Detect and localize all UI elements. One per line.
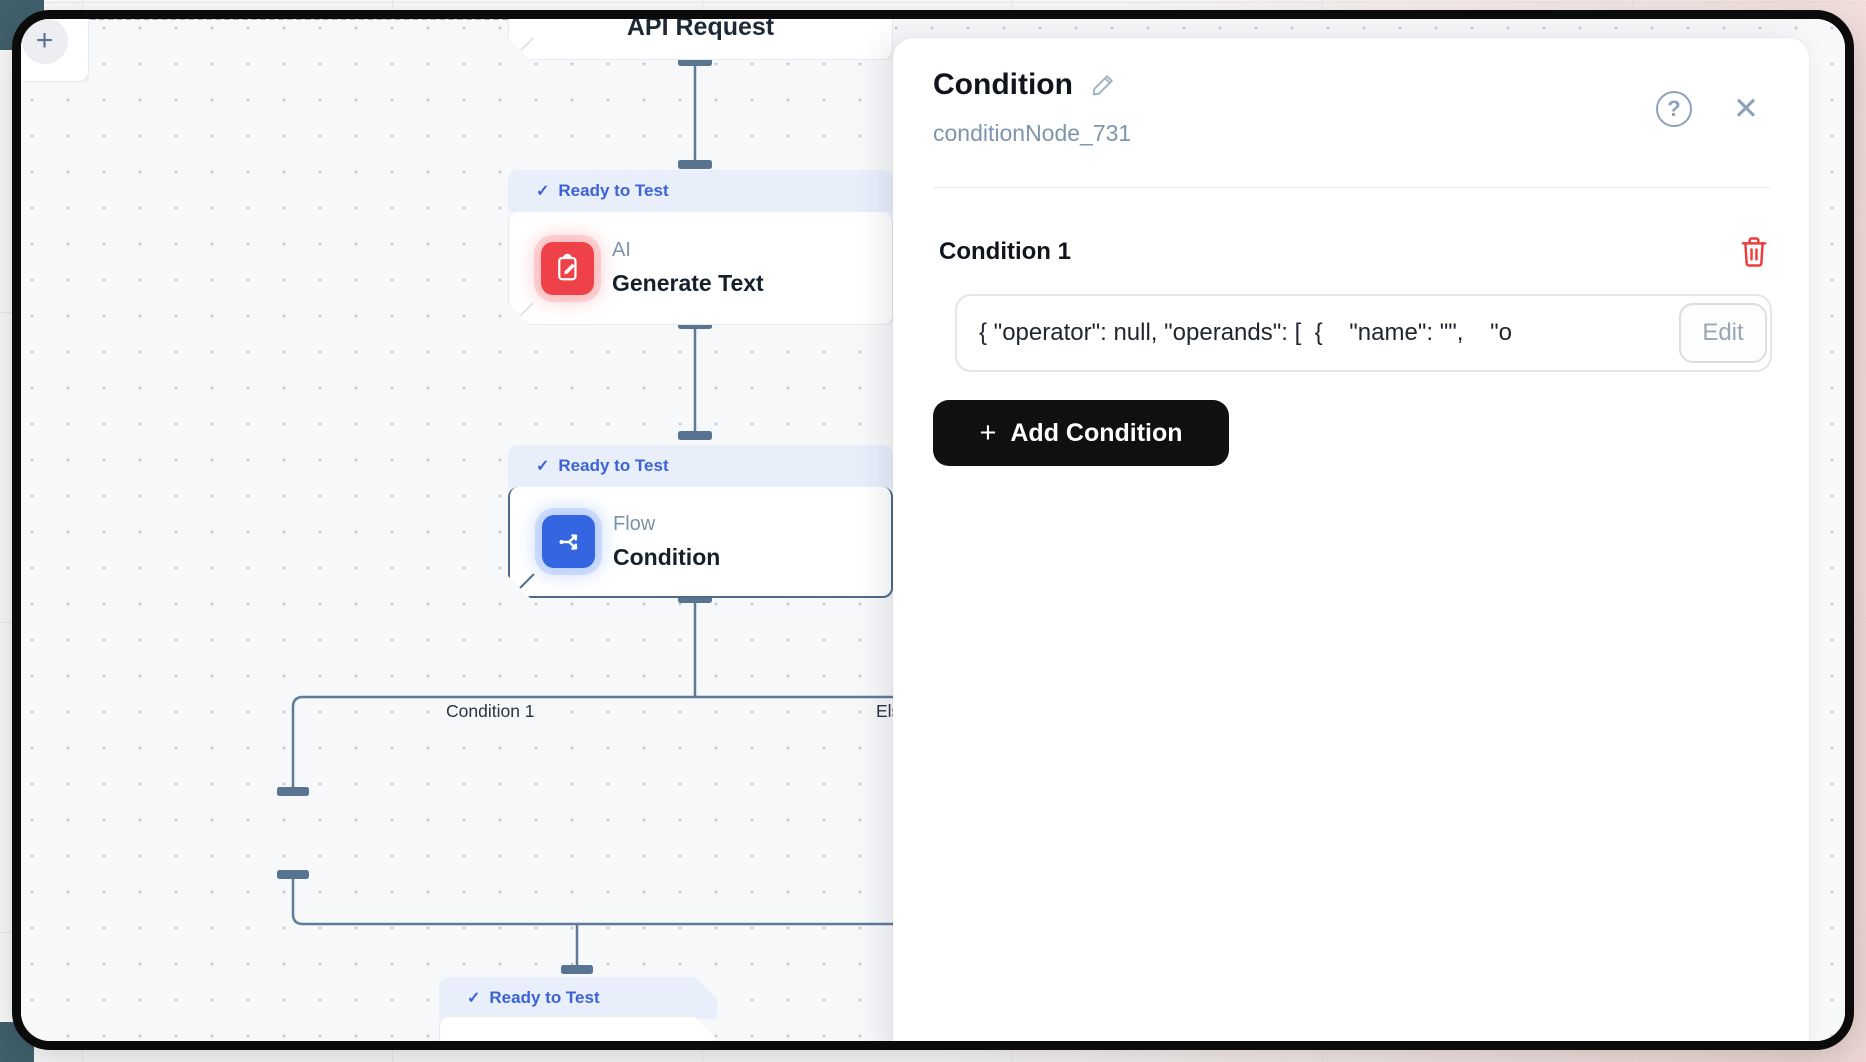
- node-api-request-title: API Request: [626, 13, 775, 41]
- node-title: Generate Text: [612, 270, 764, 296]
- delete-condition-trash-icon[interactable]: [1739, 236, 1769, 273]
- status-badge-label: Ready to Test: [489, 988, 600, 1007]
- panel-title: Condition: [933, 68, 1073, 101]
- condition-json-value: { "operator": null, "operands": [ { "nam…: [979, 319, 1512, 346]
- status-badge-generate: ✓ Ready to Test: [508, 170, 893, 212]
- help-icon[interactable]: ?: [1656, 91, 1692, 127]
- status-badge-label: Ready to Test: [558, 181, 669, 200]
- branch-label-condition-1: Condition 1: [438, 701, 543, 722]
- node-id-label: conditionNode_731: [933, 120, 1132, 146]
- ai-clipboard-icon: [541, 242, 594, 295]
- handle-plus-input[interactable]: [277, 787, 309, 796]
- dashed-group-boundary: [21, 19, 508, 20]
- condition-section-title: Condition 1: [939, 238, 1071, 265]
- add-node-placeholder[interactable]: +: [12, 10, 89, 82]
- app-window: API Request ✓ Ready to Test AI Generate …: [12, 10, 1854, 1050]
- status-badge-condition: ✓ Ready to Test: [508, 445, 893, 487]
- handle-condition-input[interactable]: [678, 431, 712, 440]
- node-condition[interactable]: Flow Condition: [508, 487, 893, 598]
- condition-value-field[interactable]: { "operator": null, "operands": [ { "nam…: [955, 294, 1772, 372]
- plus-icon[interactable]: +: [22, 18, 68, 64]
- condition-config-panel: Condition conditionNode_731 ? ✕ Conditio…: [893, 38, 1809, 1041]
- status-badge-end: ✓ Ready to Test: [439, 977, 717, 1019]
- check-icon: ✓: [536, 458, 550, 475]
- node-generate-text[interactable]: AI Generate Text: [508, 212, 893, 325]
- check-icon: ✓: [536, 183, 550, 200]
- add-condition-button[interactable]: + Add Condition: [933, 400, 1229, 466]
- node-end[interactable]: [439, 1017, 717, 1050]
- plus-icon: +: [979, 416, 997, 449]
- flow-split-icon: [542, 515, 595, 568]
- check-icon: ✓: [467, 990, 481, 1007]
- node-api-request[interactable]: API Request: [508, 10, 893, 60]
- handle-end-input[interactable]: [561, 965, 593, 974]
- panel-divider: [933, 187, 1770, 188]
- handle-api-output[interactable]: [678, 57, 712, 66]
- rename-pencil-icon[interactable]: [1089, 71, 1117, 99]
- node-category: AI: [612, 239, 631, 261]
- handle-plus-output[interactable]: [277, 870, 309, 879]
- node-title: Condition: [613, 543, 721, 570]
- edit-button[interactable]: Edit: [1679, 303, 1767, 363]
- status-badge-label: Ready to Test: [558, 456, 669, 475]
- close-icon[interactable]: ✕: [1733, 91, 1759, 126]
- handle-condition-output[interactable]: [678, 594, 712, 603]
- node-category: Flow: [613, 512, 656, 535]
- handle-generate-input[interactable]: [678, 160, 712, 169]
- add-condition-label: Add Condition: [1010, 418, 1183, 447]
